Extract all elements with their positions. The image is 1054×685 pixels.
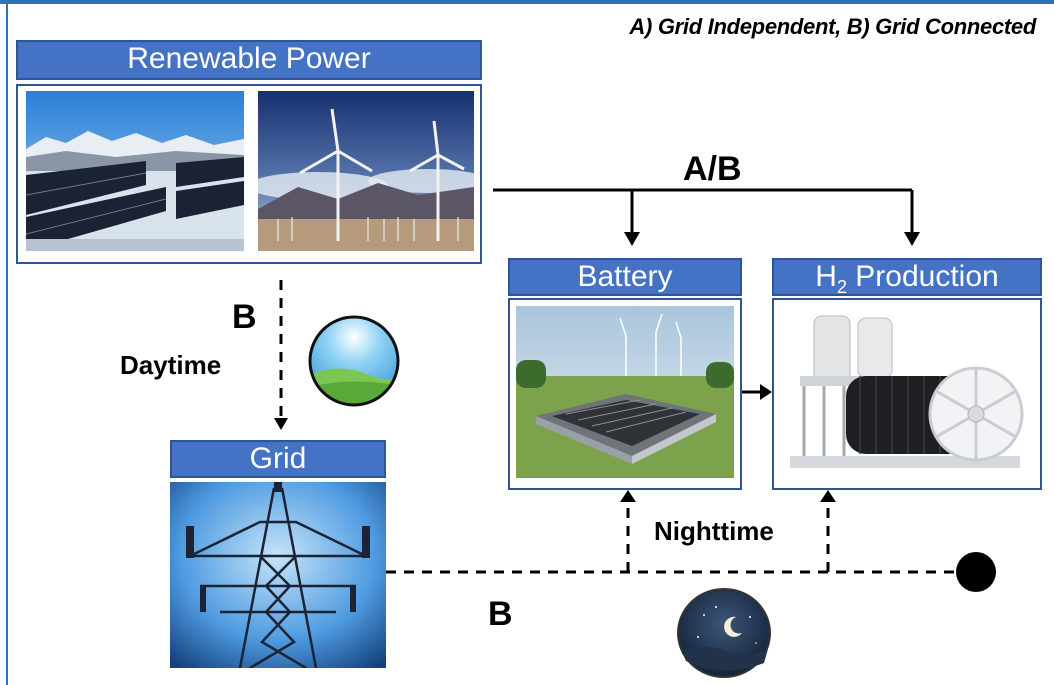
renewable-power-label: Renewable Power bbox=[127, 42, 371, 75]
grid-header: Grid bbox=[170, 440, 386, 478]
daytime-label: Daytime bbox=[120, 350, 222, 380]
top-rule bbox=[0, 0, 1054, 4]
left-rule bbox=[6, 4, 8, 685]
solid-ab-connector bbox=[493, 188, 914, 236]
arrow-to-h2 bbox=[904, 232, 920, 246]
sun-icon bbox=[308, 315, 400, 407]
grid-b-label: B bbox=[488, 595, 513, 633]
h2-label-rest: Production bbox=[846, 260, 999, 293]
arrow-up-h2 bbox=[820, 490, 836, 502]
ab-label: A/B bbox=[683, 150, 742, 188]
electrolyzer-photo bbox=[780, 306, 1034, 482]
arrow-to-battery bbox=[624, 232, 640, 246]
arrow-to-grid bbox=[274, 418, 288, 430]
battery-farm-photo bbox=[516, 306, 734, 478]
h2-production-header: H2 Production bbox=[772, 258, 1042, 297]
renewable-power-header: Renewable Power bbox=[16, 40, 482, 80]
dashed-nighttime-connector bbox=[386, 500, 958, 574]
h2-label-sub: 2 bbox=[836, 277, 847, 297]
h2-label-h: H bbox=[815, 260, 837, 293]
power-tower-photo bbox=[170, 482, 386, 668]
grid-label: Grid bbox=[249, 442, 307, 475]
wind-turbines-photo bbox=[258, 91, 474, 251]
diagram-subtitle: A) Grid Independent, B) Grid Connected bbox=[629, 14, 1036, 39]
arrow-battery-to-h2 bbox=[760, 384, 772, 400]
arrow-up-battery bbox=[620, 490, 636, 502]
solar-panels-photo bbox=[26, 91, 244, 251]
nighttime-label: Nighttime bbox=[654, 516, 774, 546]
battery-label: Battery bbox=[577, 260, 673, 293]
line-end-node bbox=[956, 552, 996, 592]
daytime-b-label: B bbox=[232, 298, 257, 336]
moon-icon bbox=[677, 588, 771, 678]
battery-header: Battery bbox=[508, 258, 742, 296]
